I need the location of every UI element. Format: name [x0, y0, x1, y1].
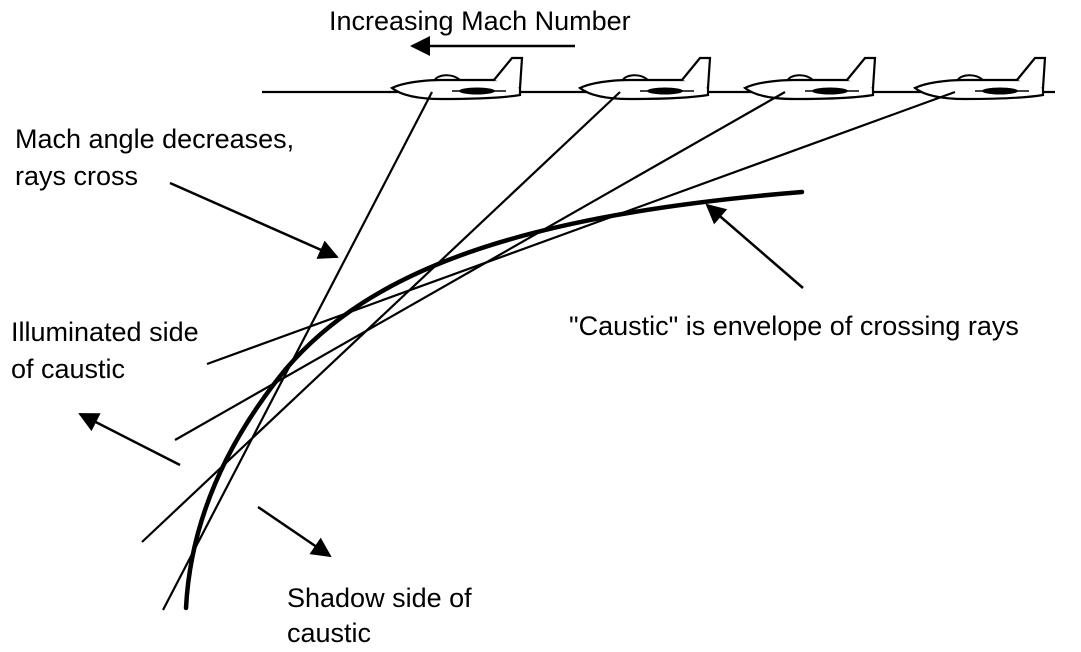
shadow-label-line1: Shadow side of [287, 583, 472, 613]
increasing-mach-label: Increasing Mach Number [329, 6, 631, 36]
ray-line [162, 91, 433, 611]
caustic-label: "Caustic" is envelope of crossing rays [569, 311, 1019, 341]
aircraft-icon [743, 56, 877, 101]
aircraft-icon [390, 56, 524, 101]
illuminated-label-line1: Illuminated side [11, 317, 199, 347]
caustic-curve [183, 189, 805, 611]
mach-angle-arrow [169, 181, 339, 259]
shadow-label-line2: caustic [287, 618, 372, 648]
shadow-side-arrow [257, 505, 332, 558]
illuminated-label-line2: of caustic [11, 354, 126, 384]
ray-line [206, 90, 956, 366]
mach-angle-label-line1: Mach angle decreases, [15, 124, 295, 154]
illuminated-side-arrow [78, 412, 181, 467]
aircraft-icon [913, 56, 1047, 101]
ray-line [141, 91, 621, 543]
aircraft-icon [578, 56, 712, 101]
caustic-arrow [705, 203, 804, 289]
mach-angle-label-line2: rays cross [15, 161, 139, 191]
